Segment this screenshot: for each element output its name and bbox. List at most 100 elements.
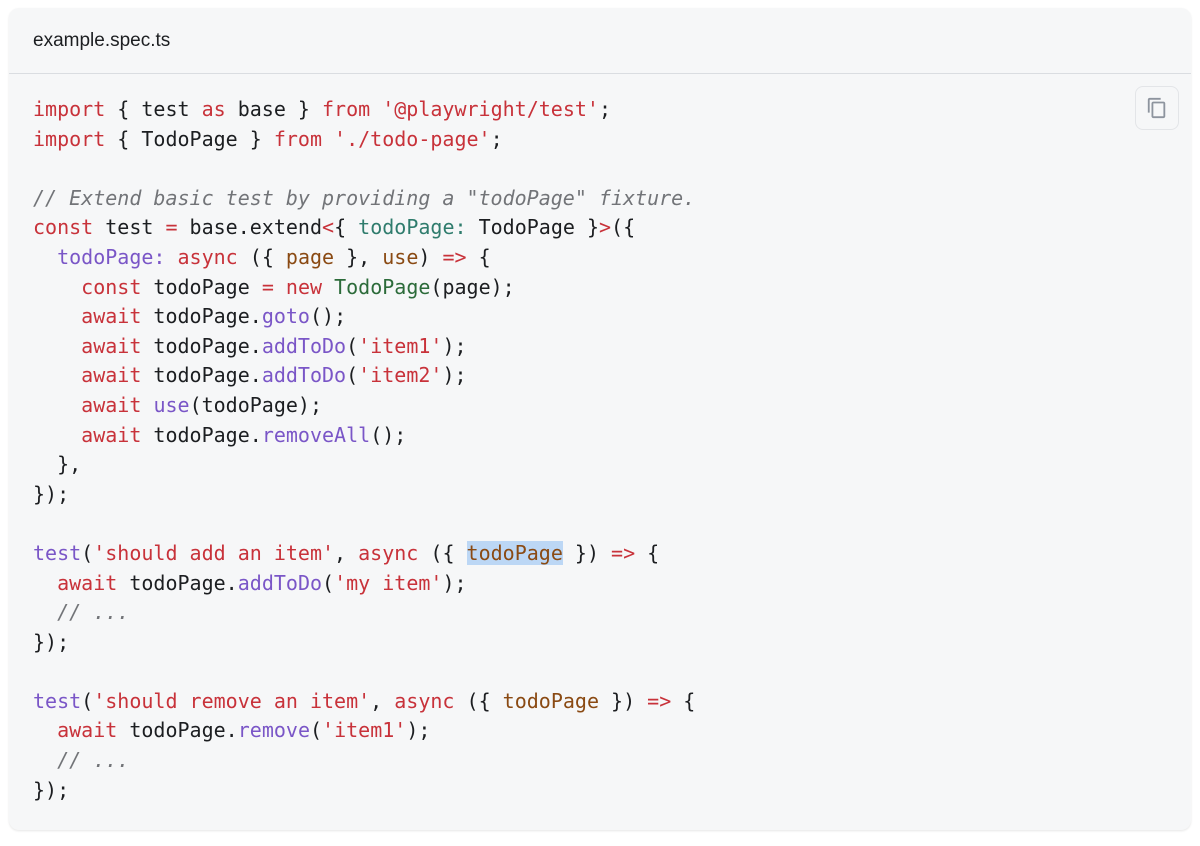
code-line: test('should add an item', async ({ todo… xyxy=(33,539,695,569)
code-token: }) xyxy=(562,540,612,565)
code-token: from xyxy=(273,126,322,151)
code-token: todoPage. xyxy=(117,718,238,743)
code-token: ({ xyxy=(611,215,636,240)
code-token: => xyxy=(647,688,672,713)
code-token xyxy=(141,393,153,417)
code-token xyxy=(370,97,382,121)
code-token: (page); xyxy=(430,274,515,299)
code-token: test xyxy=(33,688,82,713)
code-content[interactable]: import { test as base } from '@playwrigh… xyxy=(33,95,695,805)
code-token: }, xyxy=(334,244,383,269)
code-line: await todoPage.removeAll(); xyxy=(33,421,695,451)
code-line: test('should remove an item', async ({ t… xyxy=(33,687,695,717)
code-token: , xyxy=(370,688,395,713)
code-token: { xyxy=(466,244,491,269)
code-token: { test xyxy=(105,97,202,121)
code-token: todoPage: xyxy=(358,215,467,240)
code-token: await xyxy=(81,304,142,329)
code-line: }, xyxy=(33,450,695,480)
code-token xyxy=(322,127,334,151)
code-token: ({ xyxy=(454,688,503,713)
code-token xyxy=(33,571,57,595)
code-line: // Extend basic test by providing a "tod… xyxy=(33,184,695,214)
code-comment: // ... xyxy=(57,600,130,625)
code-line: const todoPage = new TodoPage(page); xyxy=(33,273,695,303)
code-token: base } xyxy=(225,97,322,121)
code-token: todoPage xyxy=(141,274,262,299)
code-token xyxy=(33,334,81,358)
code-token: = xyxy=(165,215,178,240)
code-line: await todoPage.addToDo('item1'); xyxy=(33,332,695,362)
code-token xyxy=(33,718,57,742)
code-token: ); xyxy=(406,718,431,743)
code-line: // ... xyxy=(33,746,695,776)
code-token: < xyxy=(322,215,335,240)
code-block-filename: example.spec.ts xyxy=(33,29,171,51)
code-token: goto xyxy=(261,304,310,329)
code-line: // ... xyxy=(33,598,695,628)
code-line: }); xyxy=(33,628,695,658)
code-token: { xyxy=(334,215,359,240)
code-token: use xyxy=(153,392,190,417)
code-token xyxy=(33,600,57,624)
code-token: new xyxy=(285,274,323,299)
code-token: as xyxy=(201,97,226,121)
code-token: = xyxy=(261,274,274,299)
code-token: await xyxy=(57,718,118,743)
code-token: { xyxy=(635,540,660,565)
code-token: from xyxy=(322,97,371,121)
code-token: TodoPage } xyxy=(466,215,599,240)
code-token: => xyxy=(611,540,636,565)
code-token: use xyxy=(382,244,419,269)
code-token: ) xyxy=(418,244,443,269)
code-token: ( xyxy=(309,718,323,743)
code-token xyxy=(33,304,81,328)
code-line xyxy=(33,509,695,539)
code-token: './todo-page' xyxy=(334,126,491,151)
copy-button[interactable] xyxy=(1135,86,1179,130)
code-token: TodoPage xyxy=(334,274,431,299)
code-token: 'item1' xyxy=(322,718,407,743)
code-token: }) xyxy=(598,688,648,713)
code-token: }); xyxy=(33,481,70,506)
code-token: async xyxy=(394,688,455,713)
code-token: }, xyxy=(33,452,82,477)
code-token: ( xyxy=(322,570,335,595)
code-token: todoPage. xyxy=(141,304,262,329)
code-token: async xyxy=(177,244,238,269)
code-token: ); xyxy=(442,333,467,358)
code-token xyxy=(274,275,286,299)
code-token: todoPage. xyxy=(141,422,262,447)
code-token: { TodoPage } xyxy=(105,126,274,151)
code-token: test xyxy=(93,215,166,240)
code-token: await xyxy=(57,570,118,595)
code-token: 'should add an item' xyxy=(93,540,335,565)
code-token: (); xyxy=(309,304,347,329)
code-line: }); xyxy=(33,776,695,806)
code-token: import xyxy=(33,126,106,151)
code-token: ); xyxy=(442,570,467,595)
code-line: import { test as base } from '@playwrigh… xyxy=(33,95,695,125)
code-token: 'should remove an item' xyxy=(93,688,371,713)
code-token: test xyxy=(33,540,82,565)
code-token: { xyxy=(671,688,696,713)
code-token: '@playwright/test' xyxy=(382,97,599,121)
code-token: , xyxy=(334,540,359,565)
code-token: const xyxy=(81,274,142,299)
code-token: import xyxy=(33,97,106,121)
code-token: addToDo xyxy=(261,333,347,358)
code-token: 'my item' xyxy=(334,570,443,595)
code-token xyxy=(322,275,334,299)
code-token: }); xyxy=(33,629,70,654)
code-token xyxy=(165,245,177,269)
code-token: async xyxy=(358,540,419,565)
code-token: (); xyxy=(370,422,407,447)
code-token: removeAll xyxy=(261,422,371,447)
code-token: }); xyxy=(33,777,70,802)
code-token: ; xyxy=(598,97,612,121)
code-token xyxy=(33,748,57,772)
code-token: todoPage xyxy=(502,688,599,713)
code-token: await xyxy=(81,392,142,417)
code-token: todoPage. xyxy=(141,333,262,358)
code-token xyxy=(33,363,81,387)
